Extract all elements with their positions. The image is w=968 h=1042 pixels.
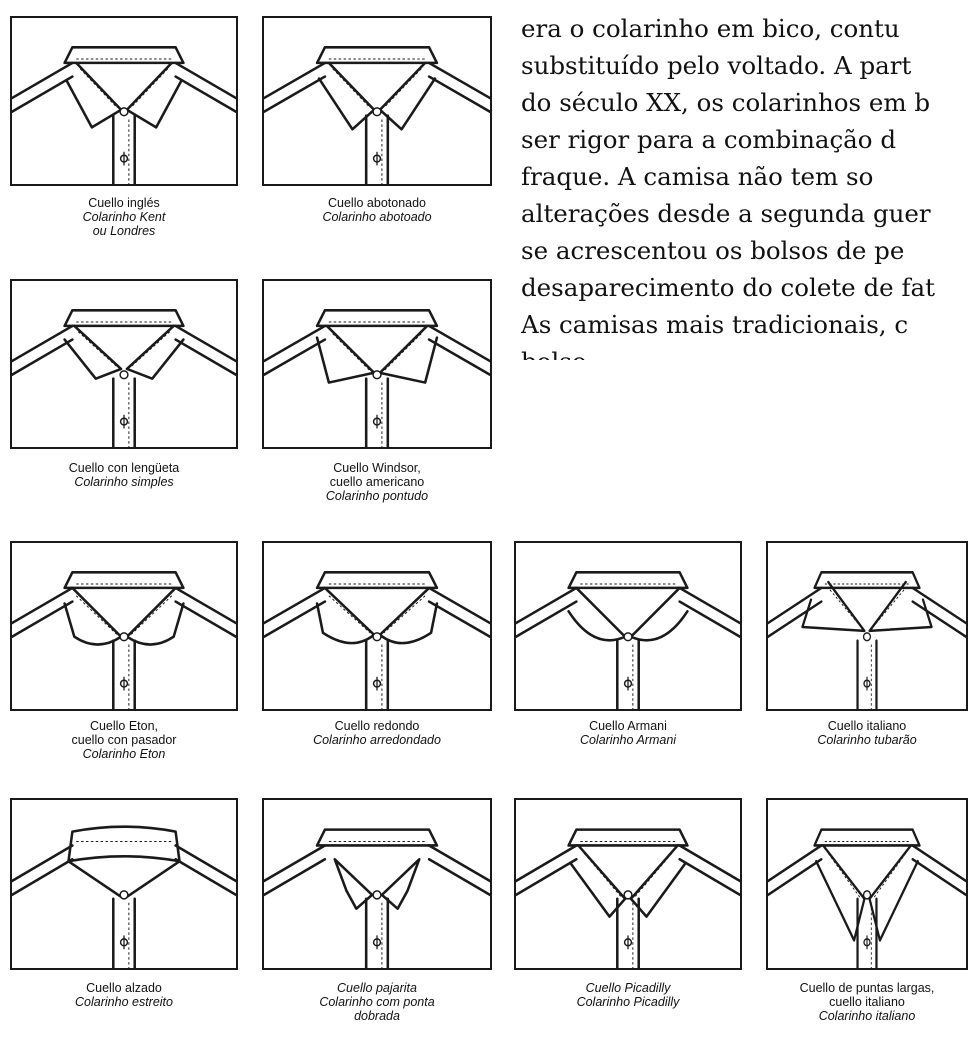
caption-spanish: Cuello italiano (827, 719, 907, 733)
caption-spanish: Cuello Eton, (89, 719, 159, 733)
collar-illustration-picadilly (514, 798, 742, 970)
caption-portuguese: Colarinho Kent (82, 210, 166, 224)
caption-spanish: Cuello con lengüeta (68, 461, 180, 475)
paragraph-line: do século XX, os colarinhos em b (521, 88, 931, 117)
collar-illustration-italian (766, 541, 968, 711)
collar-illustration-armani (514, 541, 742, 711)
paragraph-line: substituído pelo voltado. A part (521, 51, 912, 80)
caption-spanish: Cuello de puntas largas, (799, 981, 935, 995)
description-paragraph: era o colarinho em bico, contu substituíd… (521, 0, 968, 360)
paragraph-line: alterações desde a segunda guer (521, 199, 931, 228)
paragraph-line: desaparecimento do colete de fat (521, 273, 935, 302)
caption-portuguese: Cuello pajarita (337, 981, 417, 995)
caption-portuguese: Colarinho abotoado (322, 210, 432, 224)
collar-illustration-eton (10, 541, 238, 711)
caption-spanish: cuello americano (329, 475, 425, 489)
paragraph-line: se acrescentou os bolsos de pe (521, 236, 905, 265)
caption-portuguese: ou Londres (92, 224, 156, 238)
paragraph-line: bolso. (521, 343, 968, 360)
caption-portuguese: Colarinho Picadilly (576, 995, 680, 1009)
collar-illustration-stand (10, 798, 238, 970)
caption-spanish: Cuello alzado (86, 981, 162, 995)
caption-portuguese: Colarinho arredondado (313, 733, 441, 747)
caption-spanish: Cuello Windsor, (333, 461, 421, 475)
caption-spanish: Cuello redondo (334, 719, 420, 733)
collar-illustration-round (262, 541, 492, 711)
collar-illustration-tab (10, 279, 238, 449)
caption-portuguese: Colarinho com ponta (319, 995, 435, 1009)
caption-portuguese: Colarinho estreito (75, 995, 173, 1009)
caption-spanish: Cuello inglés (88, 196, 160, 210)
caption-portuguese: Colarinho Armani (579, 733, 677, 747)
collar-illustration-longpoint (766, 798, 968, 970)
collar-illustration-kent (10, 16, 238, 186)
caption-spanish: cuello italiano (829, 995, 905, 1009)
caption-portuguese: Colarinho pontudo (325, 489, 429, 503)
caption-portuguese: Colarinho Eton (82, 747, 166, 761)
collar-illustration-buttondown (262, 16, 492, 186)
caption-portuguese: Colarinho tubarão (817, 733, 917, 747)
caption-spanish: Cuello Armani (589, 719, 667, 733)
caption-spanish: Cuello abotonado (328, 196, 426, 210)
caption-portuguese: dobrada (354, 1009, 400, 1023)
caption-spanish: cuello con pasador (71, 733, 177, 747)
paragraph-line: era o colarinho em bico, contu (521, 14, 900, 43)
caption-portuguese: Colarinho italiano (818, 1009, 916, 1023)
paragraph-line: fraque. A camisa não tem so (521, 162, 874, 191)
caption-portuguese: Cuello Picadilly (585, 981, 671, 995)
caption-portuguese: Colarinho simples (74, 475, 174, 489)
collar-illustration-windsor (262, 279, 492, 449)
paragraph-line: ser rigor para a combinação d (521, 125, 897, 154)
paragraph-line: As camisas mais tradicionais, c (521, 310, 909, 339)
collar-illustration-wing (262, 798, 492, 970)
